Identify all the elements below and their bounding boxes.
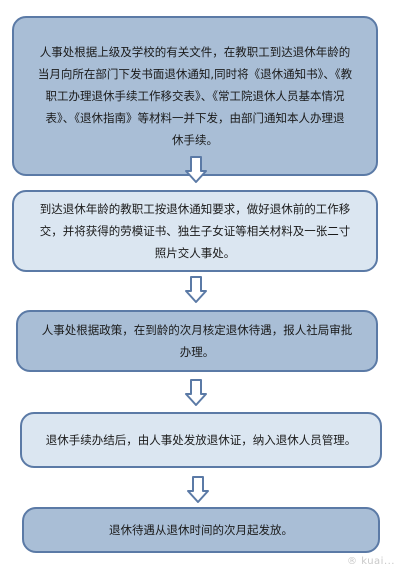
flow-step-3-line-2: 办理。 [179,345,215,359]
flow-step-2-line-1: 到达退休年龄的教职工按退休通知要求，做好退休前的工作移 [39,202,351,216]
flow-step-3-text: 人事处根据政策，在到龄的次月核定退休待遇，报人社局审批 办理。 [42,319,353,363]
down-arrow-icon [185,276,207,303]
flow-step-1-line-5: 休手续。 [172,133,218,147]
down-arrow-icon [185,379,207,406]
flow-step-1-line-3: 职工办理退休手续工作移交表》、《常工院退休人员基本情况 [45,89,345,103]
flow-step-1-line-1: 人事处根据上级及学校的有关文件，在教职工到达退休年龄的 [39,45,351,59]
flow-step-5-line-1: 退休待遇从退休时间的次月起发放。 [109,523,293,537]
flow-step-3-line-1: 人事处根据政策，在到龄的次月核定退休待遇，报人社局审批 [41,323,353,337]
flow-step-3: 人事处根据政策，在到龄的次月核定退休待遇，报人社局审批 办理。 [16,310,378,372]
flow-step-1-line-4: 表》、《退休指南》等材料一并下发，由部门通知本人办理退 [45,111,345,125]
flow-step-2: 到达退休年龄的教职工按退休通知要求，做好退休前的工作移 交，并将获得的劳模证书、… [12,190,378,272]
flow-step-4-text: 退休手续办结后，由人事处发放退休证，纳入退休人员管理。 [46,429,357,451]
flow-step-2-line-2: 交，并将获得的劳模证书、独生子女证等相关材料及一张二寸 [39,224,351,238]
flow-step-4: 退休手续办结后，由人事处发放退休证，纳入退休人员管理。 [20,412,382,468]
flow-step-4-line-1: 退休手续办结后，由人事处发放退休证，纳入退休人员管理。 [45,433,357,447]
flow-step-2-text: 到达退休年龄的教职工按退休通知要求，做好退休前的工作移 交，并将获得的劳模证书、… [40,198,351,264]
flow-step-5: 退休待遇从退休时间的次月起发放。 [22,507,380,553]
flow-step-1-line-2: 当月向所在部门下发书面退休通知,同时将《退休通知书》、《教 [37,67,353,81]
down-arrow-icon [185,156,207,183]
flow-step-5-text: 退休待遇从退休时间的次月起发放。 [109,519,293,541]
flow-step-1: 人事处根据上级及学校的有关文件，在教职工到达退休年龄的 当月向所在部门下发书面退… [12,16,378,176]
flow-step-1-text: 人事处根据上级及学校的有关文件，在教职工到达退休年龄的 当月向所在部门下发书面退… [38,41,352,151]
watermark: ® kuai... [347,556,395,567]
down-arrow-icon [187,476,209,503]
flow-step-2-line-3: 照片交人事处。 [154,246,236,260]
